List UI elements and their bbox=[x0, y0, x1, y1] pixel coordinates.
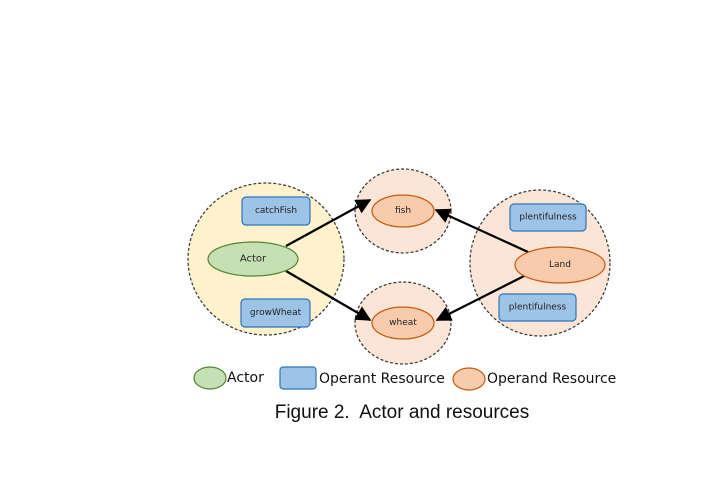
legend-operant-swatch bbox=[279, 366, 317, 390]
grow-wheat-label: growWheat bbox=[250, 308, 302, 318]
plentifulness-bottom-label: plentifulness bbox=[509, 303, 567, 313]
plentifulness-top-node bbox=[509, 203, 587, 232]
land-node bbox=[514, 246, 606, 284]
wheat-label: wheat bbox=[389, 318, 417, 328]
legend-operand-swatch bbox=[452, 367, 486, 391]
plentifulness-bottom-node bbox=[498, 293, 577, 322]
arrow-land-to-wheat bbox=[435, 273, 529, 321]
actor-label: Actor bbox=[240, 254, 267, 265]
plentifulness-top-label: plentifulness bbox=[519, 213, 577, 223]
figure-caption: Figure 2. Actor and resources bbox=[275, 402, 530, 423]
wheat-node bbox=[371, 306, 435, 340]
legend-operant-label: Operant Resource bbox=[319, 371, 445, 387]
catch-fish-node bbox=[241, 196, 311, 226]
legend-operand-label: Operand Resource bbox=[487, 371, 616, 387]
actor-node bbox=[207, 241, 299, 277]
arrow-actor-to-wheat bbox=[285, 270, 372, 321]
land-label: Land bbox=[549, 260, 571, 270]
grow-wheat-node bbox=[240, 298, 311, 328]
arrow-actor-to-fish bbox=[285, 199, 372, 247]
fish-node bbox=[371, 194, 435, 228]
legend-actor-swatch bbox=[193, 366, 227, 390]
legend-actor-label: Actor bbox=[227, 370, 264, 386]
legend: Actor Operant Resource Operand Resource bbox=[193, 366, 616, 391]
arrow-land-to-fish bbox=[434, 208, 529, 254]
catch-fish-label: catchFish bbox=[255, 206, 297, 216]
fish-label: fish bbox=[395, 206, 411, 216]
